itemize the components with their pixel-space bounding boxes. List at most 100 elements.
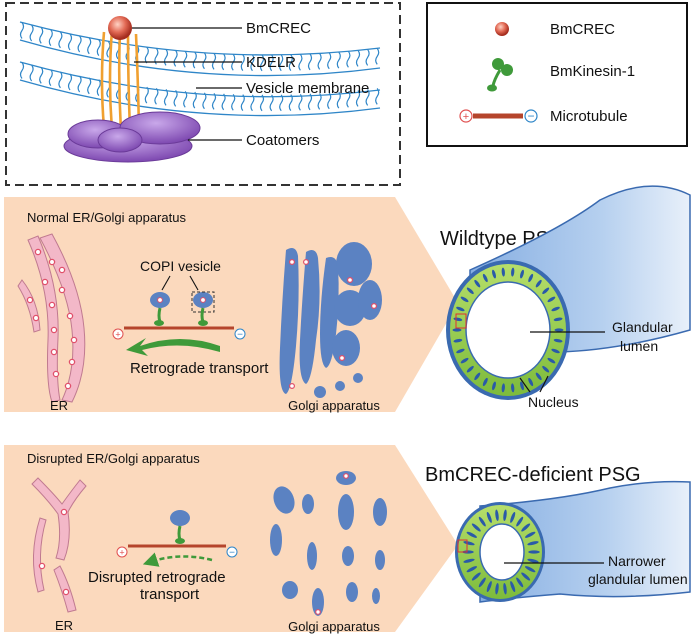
normal-panel-title: Normal ER/Golgi apparatus [27, 210, 186, 225]
normal-golgi-label: Golgi apparatus [288, 398, 380, 413]
copi-vesicle-icon [150, 291, 215, 326]
lipid-tail-icon [365, 49, 370, 66]
lipid-tail-icon [67, 33, 73, 51]
nucleus-icon [535, 372, 542, 381]
lipid-tail-icon [58, 31, 63, 49]
glandular-lumen-label-line2: lumen [620, 338, 658, 354]
nucleus-icon [452, 328, 462, 332]
nucleus-icon [501, 383, 505, 393]
lipid-tail-icon [317, 93, 322, 110]
nucleus-markers [452, 267, 564, 393]
nucleus-icon [547, 296, 556, 303]
lipid-tail-icon [250, 94, 255, 112]
er-cargo-dots [26, 248, 78, 390]
nucleus-icon [528, 273, 534, 283]
nucleus-icon [486, 511, 492, 523]
narrower-lumen-label-line1: Narrower [608, 553, 666, 569]
lipid-tail-icon [346, 90, 351, 108]
lipid-tail-icon [144, 46, 149, 64]
nucleus-icon [511, 267, 515, 277]
nucleus-icon [486, 581, 492, 593]
nucleus-icon [521, 572, 531, 581]
nucleus-icon [510, 511, 516, 523]
nucleus-icon [456, 348, 465, 354]
nucleus-icon [510, 581, 516, 593]
lipid-tail-icon [106, 40, 111, 58]
lipid-tail-icon [87, 37, 92, 55]
retrograde-transport-label: Retrograde transport [130, 360, 269, 377]
lipid-tail-icon [154, 87, 159, 105]
lipid-tail-icon [19, 62, 25, 79]
lipid-tail-icon [144, 86, 149, 104]
lipid-tail-icon [183, 50, 188, 68]
disrupted-panel: Disrupted ER/Golgi apparatus ER + − Disr… [4, 445, 458, 634]
red-sphere-icon [495, 22, 509, 36]
nucleus-icon [495, 509, 499, 522]
lipid-tail-icon [163, 89, 169, 106]
lipid-tail-icon [39, 27, 44, 44]
lipid-tail-icon [240, 54, 245, 71]
lipid-tail-icon [87, 77, 92, 95]
nucleus-icon [453, 338, 463, 343]
nucleus-icon [551, 348, 560, 354]
retrograde-arrow-icon [126, 338, 220, 356]
nucleus-icon [471, 572, 481, 581]
bmcrec-cargo-icon [108, 16, 132, 40]
nucleus-icon [466, 531, 477, 538]
lipid-tail-icon [29, 64, 34, 82]
nucleus-icon [527, 558, 539, 563]
deficient-gland: BmCREC-deficient PSG Narrower glandular … [425, 464, 691, 603]
lipid-tail-icon [96, 39, 101, 57]
lipid-tail-icon [269, 54, 274, 72]
lipid-tail-icon [67, 73, 73, 91]
lipid-tail-icon [173, 50, 178, 67]
lipid-tail-icon [250, 54, 255, 72]
lipid-tail-icon [327, 52, 332, 70]
lipid-tail-icon [240, 94, 245, 111]
lipid-tail-icon [211, 93, 217, 110]
nucleus-icon [520, 269, 524, 279]
kinesin-detached-icon [170, 510, 190, 544]
lipid-tail-icon [39, 67, 44, 84]
nucleus-icon [495, 582, 499, 595]
nucleus-icon [492, 381, 496, 391]
nucleus-icon [466, 365, 474, 373]
nucleus-icon [547, 357, 556, 364]
golgi-fragments [270, 471, 387, 616]
label-vesicle-membrane: Vesicle membrane [246, 80, 369, 97]
lipid-tail-icon [163, 49, 169, 66]
normal-panel: Normal ER/Golgi apparatus ER COPI vesicl… [4, 197, 458, 413]
lipid-tail-icon [336, 51, 341, 69]
nucleus-icon [525, 531, 536, 538]
nucleus-icon [528, 550, 540, 554]
nucleus-icon [460, 296, 469, 303]
nucleus-icon [553, 338, 563, 343]
lipid-tail-icon [183, 90, 188, 108]
disrupted-arrow-icon [142, 552, 213, 567]
nucleus-icon [460, 357, 469, 364]
lipid-tail-icon [288, 94, 293, 111]
disrupted-golgi-label: Golgi apparatus [288, 619, 380, 634]
lipid-tail-icon [307, 93, 313, 111]
nucleus-icon [474, 372, 481, 381]
legend: + − BmCREC BmKinesin-1 Microtubule [426, 2, 688, 147]
lipid-tail-icon [192, 51, 197, 69]
nucleus-icon [503, 509, 507, 522]
nucleus-icon [528, 377, 534, 387]
lipid-tail-icon [375, 87, 380, 105]
legend-label-kinesin: BmKinesin-1 [550, 63, 635, 80]
lipid-tail-icon [29, 24, 34, 42]
nucleus-icon [554, 328, 564, 332]
lipid-tail-icon [375, 47, 380, 65]
lipid-tail-icon [336, 91, 341, 109]
svg-text:−: − [527, 109, 534, 123]
nucleus-icon [463, 541, 475, 546]
svg-text:+: + [463, 111, 469, 123]
nucleus-icon [492, 269, 496, 279]
nucleus-icon [511, 383, 515, 393]
nucleus-icon [463, 558, 475, 563]
deficient-psg-title: BmCREC-deficient PSG [425, 464, 641, 486]
lipid-tail-icon [202, 92, 207, 110]
nucleus-icon [527, 541, 539, 546]
nucleus-icon [482, 273, 488, 283]
